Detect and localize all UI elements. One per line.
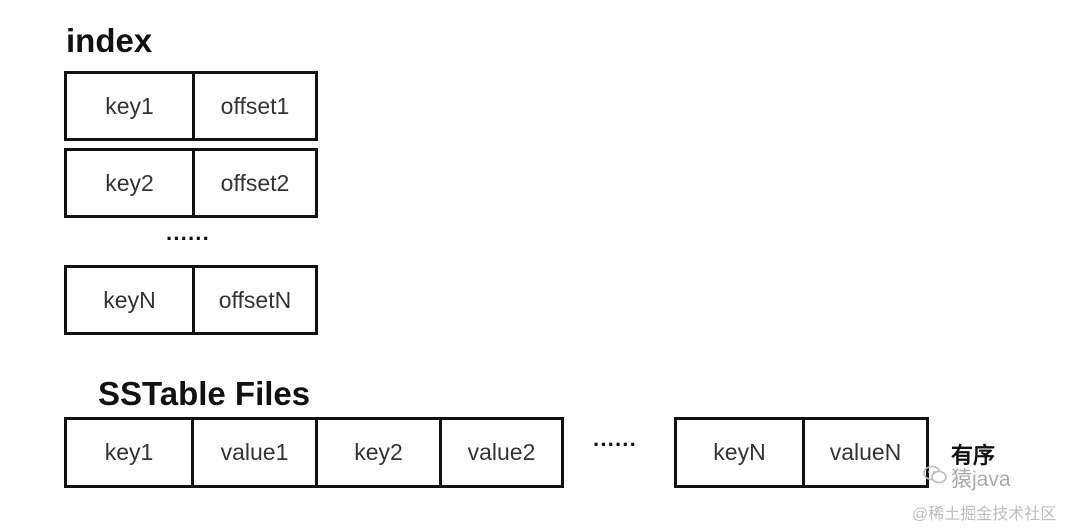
index-title: index	[66, 22, 153, 59]
index-offset-cell: offsetN	[192, 268, 315, 332]
sstable-value-cell: value1	[191, 420, 315, 485]
sstable-tail-strip: keyN valueN	[674, 417, 929, 488]
sstable-key-cell: key1	[104, 439, 154, 465]
sstable-value-cell: value2	[439, 420, 561, 485]
index-row: keyN offsetN	[64, 265, 318, 335]
sstable-record-strip: key1 value1 key2 value2	[64, 417, 564, 488]
index-row: key2 offset2	[64, 148, 318, 218]
sstable-title: SSTable Files	[98, 375, 311, 412]
watermark-brand-text: 猿java	[951, 468, 1011, 491]
sstable-key-cell: keyN	[713, 439, 766, 465]
sstable-ellipsis: ······	[593, 432, 637, 457]
sstable-value-cell: valueN	[802, 420, 926, 485]
index-ellipsis: ······	[166, 226, 210, 251]
index-offset-cell: offset1	[192, 74, 315, 138]
index-key-cell: key2	[105, 169, 154, 196]
index-offset-cell: offset2	[192, 151, 315, 215]
index-key-cell: key1	[105, 92, 154, 119]
watermark-site: @稀土掘金技术社区	[912, 506, 1057, 523]
ordered-label: 有序	[951, 443, 996, 468]
watermark-brand: 猿java	[923, 463, 1011, 493]
index-row: key1 offset1	[64, 71, 318, 141]
index-key-cell: keyN	[103, 286, 156, 313]
wechat-icon	[923, 465, 947, 491]
sstable-key-cell: key2	[315, 420, 439, 485]
